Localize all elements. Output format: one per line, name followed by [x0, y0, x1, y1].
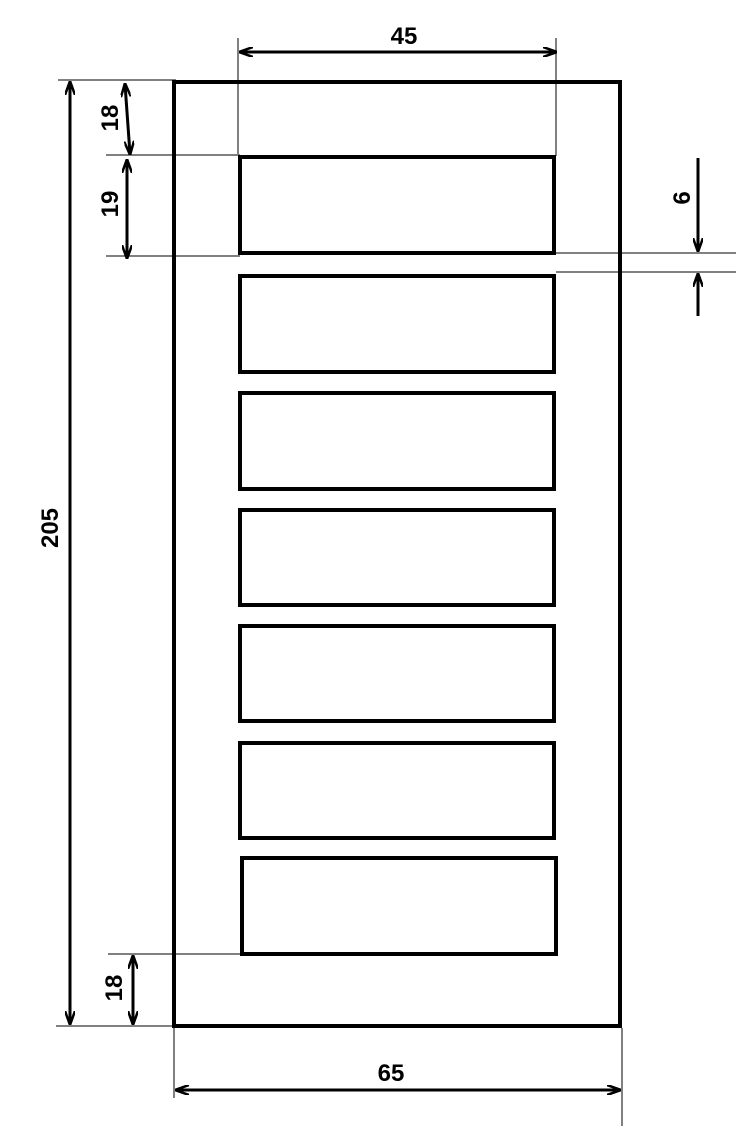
- dimension-bottom-margin: 18: [101, 953, 242, 1024]
- dimension-top-margin: 18: [97, 84, 240, 156]
- dimension-top-width-label: 45: [391, 23, 418, 50]
- panel-group: [238, 155, 558, 956]
- panel-3: [238, 391, 556, 491]
- dimension-bottom-margin-label: 18: [101, 975, 128, 1002]
- dimension-gap: 6: [556, 158, 736, 316]
- dimension-total-height: 205: [37, 79, 176, 1027]
- dimension-bottom-width: 65: [173, 1028, 623, 1126]
- dimension-total-height-label: 205: [37, 508, 64, 548]
- panel-4: [238, 508, 556, 607]
- dimension-panel-height: 19: [97, 160, 240, 258]
- dimension-top-width: 45: [237, 23, 556, 156]
- panel-2: [238, 274, 556, 374]
- panel-5: [238, 624, 556, 723]
- dimension-gap-label: 6: [669, 191, 696, 204]
- panel-6: [238, 741, 556, 840]
- panel-7: [240, 856, 558, 956]
- dimension-bottom-width-label: 65: [378, 1060, 405, 1087]
- panel-1: [238, 155, 556, 255]
- dimension-panel-height-label: 19: [97, 191, 124, 218]
- dimension-top-margin-label: 18: [97, 105, 124, 132]
